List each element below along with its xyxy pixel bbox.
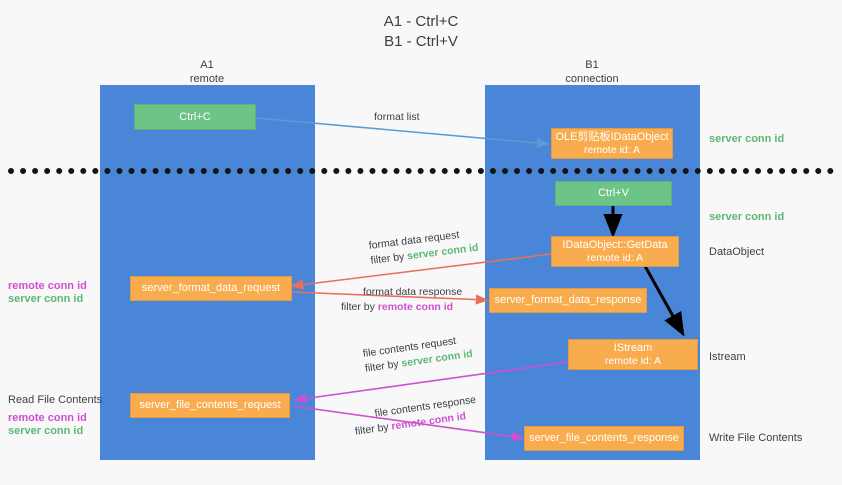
annotation-server-conn-id-top: server conn id — [709, 133, 785, 145]
annotation-server-conn-id-left-1: server conn id — [8, 293, 84, 305]
box-server-file-contents-request-label: server_file_contents_request — [139, 399, 281, 411]
annotation-istream: Istream — [709, 351, 746, 363]
box-ole-set-clipboard-line1: OLE剪贴板IDataObject — [555, 130, 669, 143]
box-idataobject-getdata-line1: IDataObject::GetData — [562, 238, 668, 251]
label-format-data-response-filter-value: remote conn id — [377, 301, 454, 313]
column-header-b1-role: connection — [565, 73, 619, 85]
annotation-read-file-contents: Read File Contents — [8, 394, 103, 406]
box-istream-line1: IStream — [613, 341, 653, 354]
label-format-data-response-filter: filter by remote conn id — [341, 300, 462, 315]
label-format-data-response-top: format data response — [363, 286, 463, 298]
annotation-remote-conn-id-left-1: remote conn id — [8, 280, 87, 292]
box-server-file-contents-request[interactable]: server_file_contents_request — [130, 393, 290, 418]
box-istream[interactable]: IStream remote id: A — [568, 339, 698, 370]
box-ctrl-c-label: Ctrl+C — [179, 110, 211, 123]
label-file-contents-response-filter-prefix: filter by — [354, 420, 393, 438]
box-ole-set-clipboard[interactable]: OLE剪贴板IDataObject remote id: A — [551, 128, 673, 159]
annotation-dataobject: DataObject — [709, 246, 765, 258]
label-format-data-request-filter-prefix: filter by — [369, 250, 408, 267]
box-istream-line2: remote id: A — [604, 354, 662, 367]
title-line-1: A1 - Ctrl+C — [383, 13, 459, 30]
column-header-a1-name: A1 — [200, 59, 214, 71]
box-ctrl-v[interactable]: Ctrl+V — [555, 181, 672, 206]
phase-divider — [8, 168, 834, 174]
annotation-remote-conn-id-left-2: remote conn id — [8, 412, 87, 424]
box-server-file-contents-response-label: server_file_contents_response — [529, 432, 679, 444]
box-idataobject-getdata[interactable]: IDataObject::GetData remote id: A — [551, 236, 679, 267]
annotation-write-file-contents: Write File Contents — [709, 432, 803, 444]
annotation-server-conn-id-second: server conn id — [709, 211, 785, 223]
label-file-contents-response: file contents response filter by remote … — [352, 393, 479, 440]
label-format-data-request: format data request filter by server con… — [368, 226, 479, 269]
label-file-contents-request-filter-prefix: filter by — [364, 357, 403, 375]
box-ole-set-clipboard-line2: remote id: A — [583, 143, 641, 156]
page-title: A1 - Ctrl+C B1 - Ctrl+V — [0, 12, 842, 52]
title-line-2: B1 - Ctrl+V — [384, 33, 458, 50]
label-format-data-response: format data response filter by remote co… — [341, 285, 463, 315]
label-file-contents-request: file contents request filter by server c… — [362, 332, 474, 377]
box-server-format-data-response[interactable]: server_format_data_response — [489, 288, 647, 313]
box-server-file-contents-response[interactable]: server_file_contents_response — [524, 426, 684, 451]
column-header-b1-name: B1 — [585, 59, 599, 71]
annotation-server-conn-id-left-2: server conn id — [8, 425, 84, 437]
label-format-data-response-filter-prefix: filter by — [341, 301, 378, 313]
box-ctrl-c[interactable]: Ctrl+C — [134, 104, 256, 130]
column-header-a1: A1 remote — [117, 58, 297, 86]
column-header-a1-role: remote — [189, 73, 225, 85]
box-server-format-data-request-label: server_format_data_request — [141, 282, 281, 294]
box-server-format-data-response-label: server_format_data_response — [494, 294, 642, 306]
box-ctrl-v-label: Ctrl+V — [598, 187, 629, 199]
column-header-b1: B1 connection — [502, 58, 682, 86]
label-format-list: format list — [374, 111, 420, 123]
box-server-format-data-request[interactable]: server_format_data_request — [130, 276, 292, 301]
box-idataobject-getdata-line2: remote id: A — [586, 251, 644, 264]
